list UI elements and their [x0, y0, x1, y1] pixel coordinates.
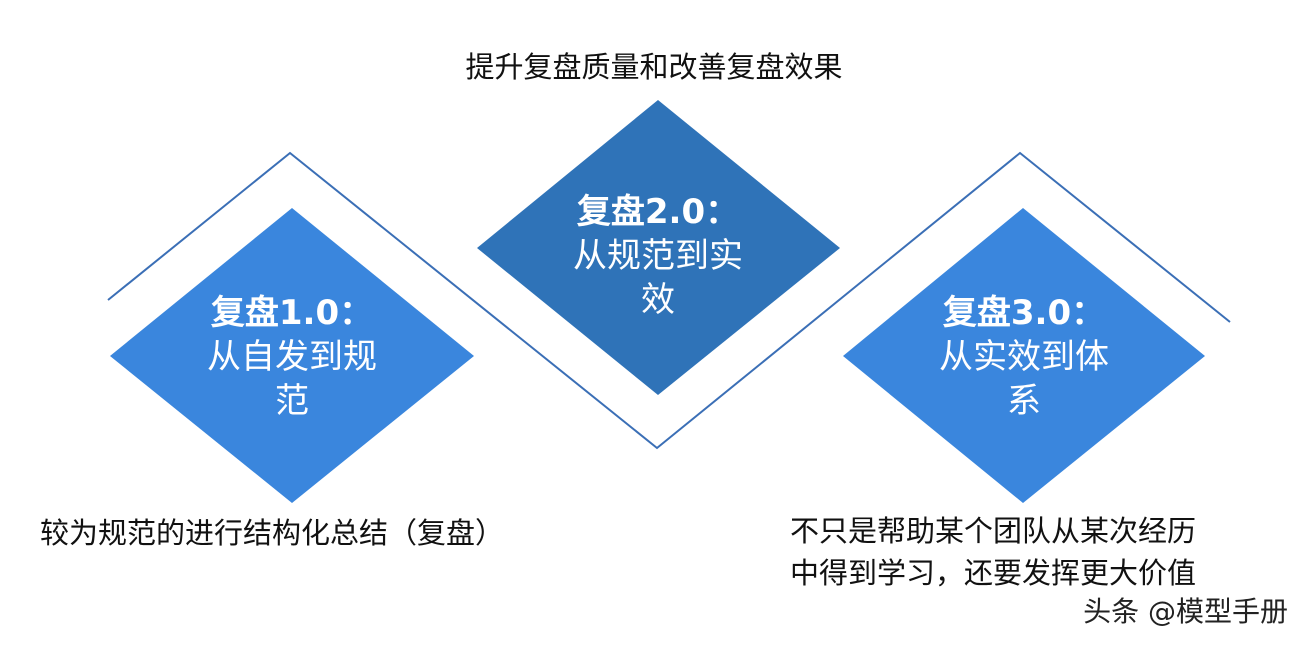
stage-2-subtitle-line1: 从规范到实	[573, 236, 743, 276]
stage-2-diamond	[477, 100, 840, 395]
stage-2-label: 复盘2.0： 从规范到实 效	[538, 190, 778, 322]
stage-3-subtitle-line1: 从实效到体	[939, 337, 1109, 377]
stage-2-subtitle-line2: 效	[641, 280, 675, 320]
right-caption-line2: 中得到学习，还要发挥更大价值	[790, 556, 1197, 590]
stage-2-title: 复盘2.0：	[576, 192, 740, 232]
stage-3-subtitle-line2: 系	[1007, 381, 1041, 421]
watermark: 头条 @模型手册	[1083, 595, 1288, 628]
top-caption: 提升复盘质量和改善复盘效果	[465, 50, 843, 84]
right-caption: 不只是帮助某个团队从某次经历 中得到学习，还要发挥更大价值	[790, 510, 1270, 594]
stage-1-diamond	[110, 208, 474, 503]
stage-1-title: 复盘1.0：	[210, 293, 374, 333]
stage-3-diamond	[843, 208, 1205, 503]
right-caption-line1: 不只是帮助某个团队从某次经历	[790, 514, 1197, 548]
stage-1-subtitle-line2: 范	[275, 381, 309, 421]
stage-3-label: 复盘3.0： 从实效到体 系	[904, 291, 1144, 423]
left-caption: 较为规范的进行结构化总结（复盘）	[40, 516, 505, 550]
stage-1-label: 复盘1.0： 从自发到规 范	[172, 291, 412, 423]
stage-1-subtitle-line1: 从自发到规	[207, 337, 377, 377]
stage-3-title: 复盘3.0：	[942, 293, 1106, 333]
connector-line	[107, 151, 1231, 450]
